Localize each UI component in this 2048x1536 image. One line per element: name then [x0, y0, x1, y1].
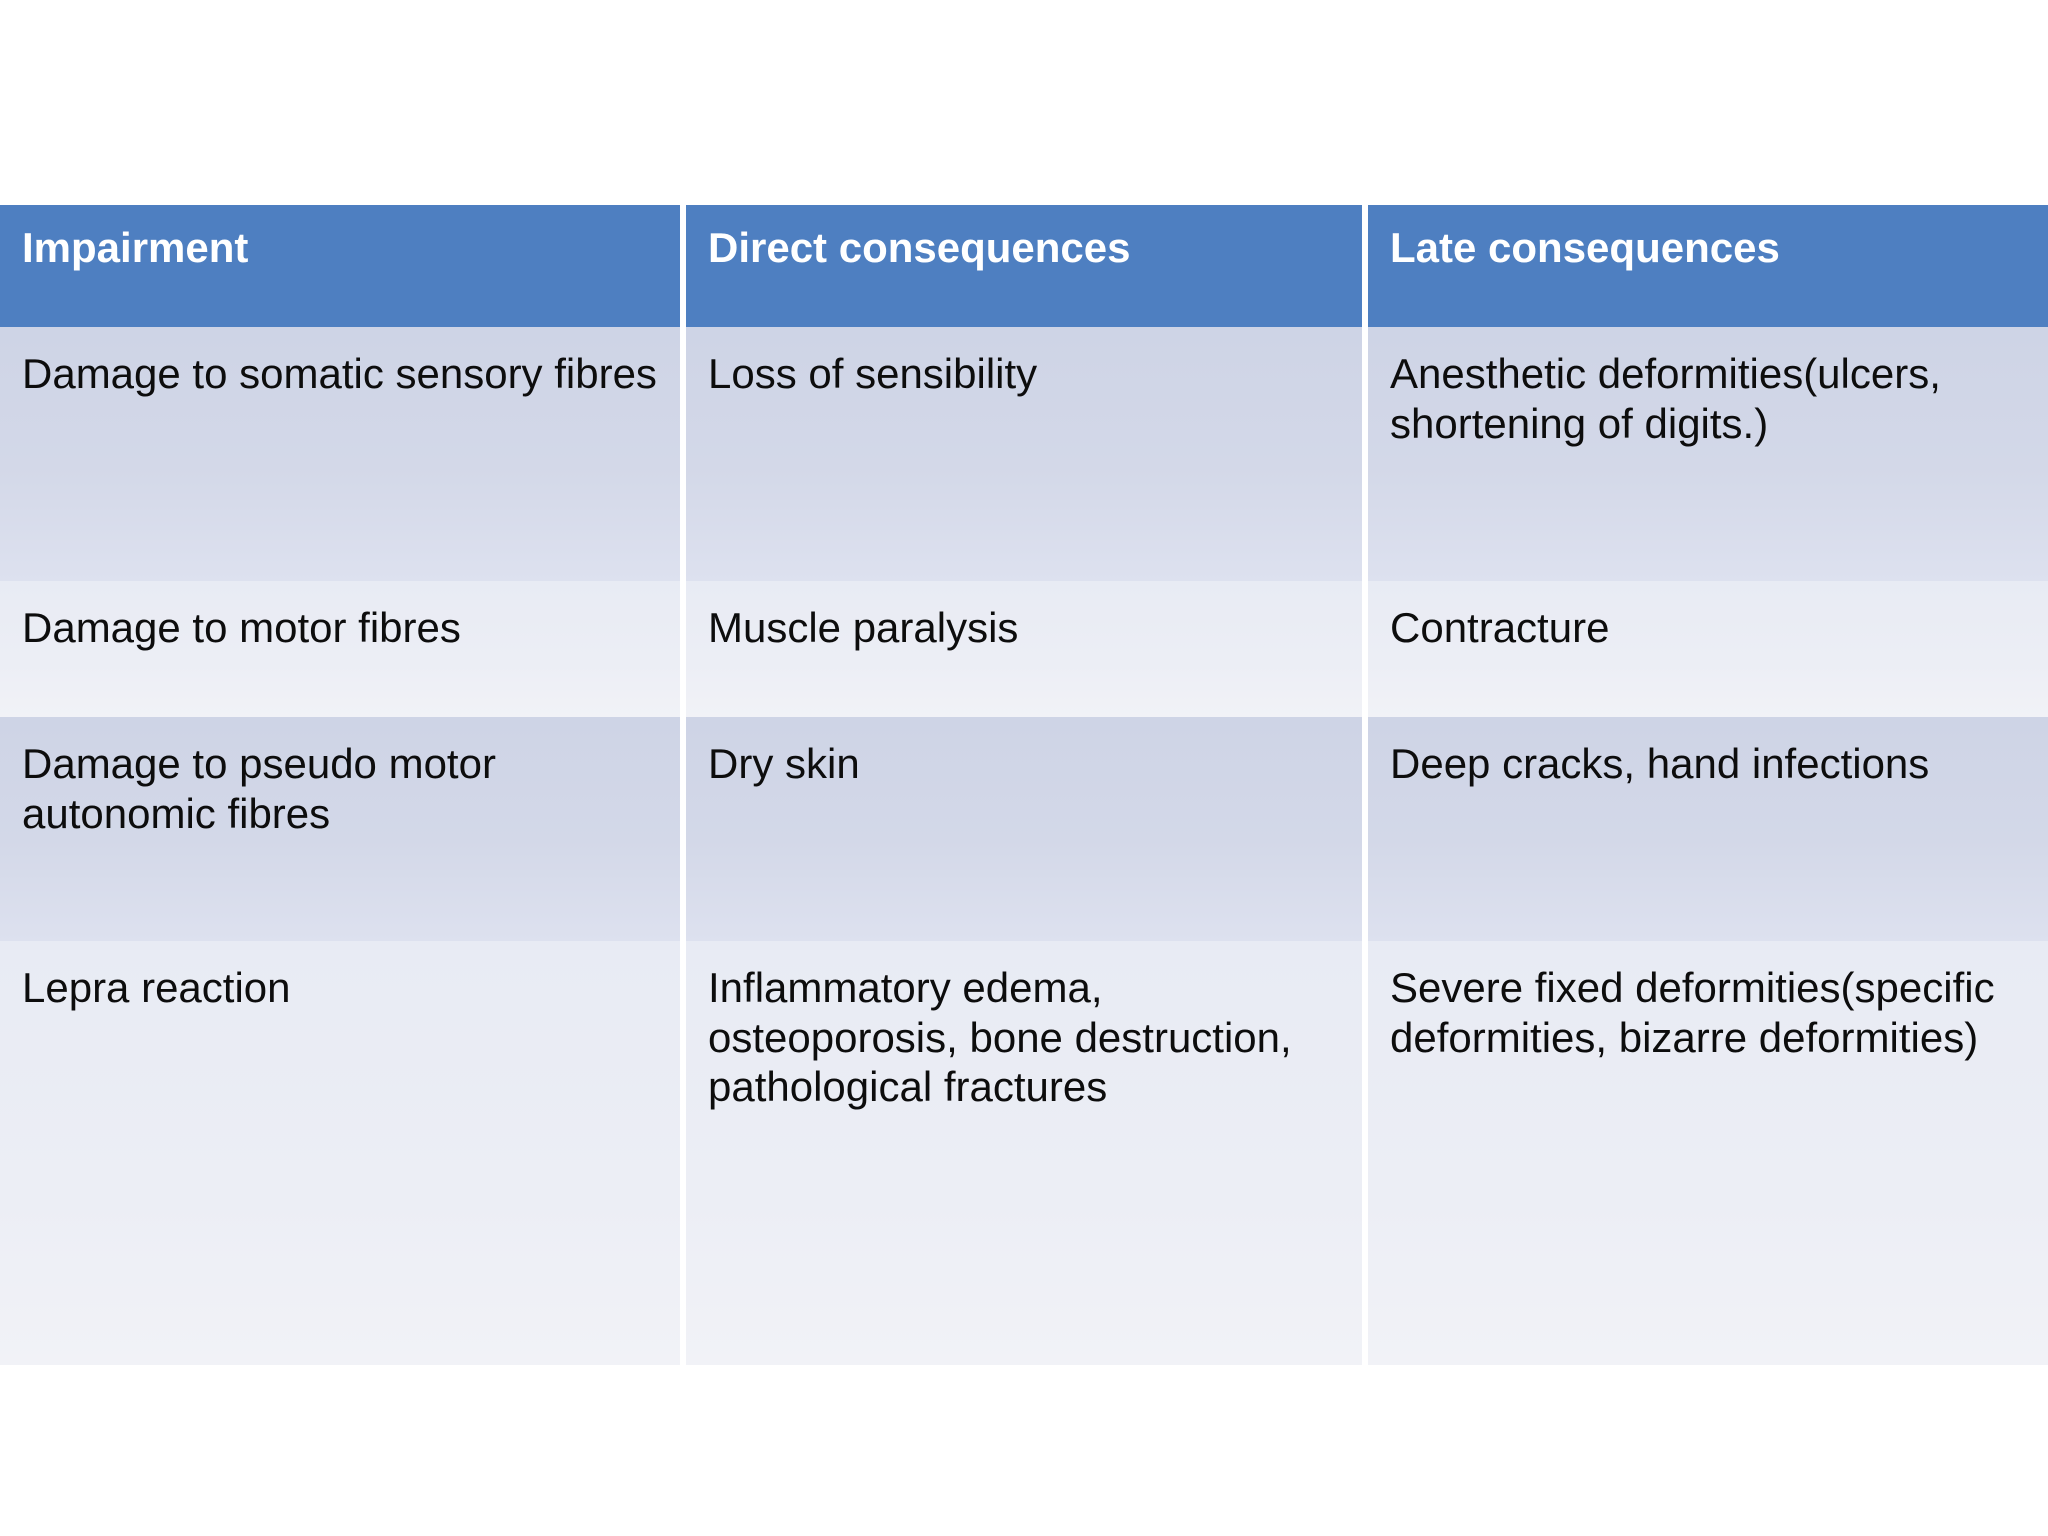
- table-row: Lepra reaction Inflammatory edema, osteo…: [0, 941, 2048, 1365]
- cell-text: Damage to motor fibres: [22, 604, 461, 651]
- cell-text: Contracture: [1390, 604, 1610, 651]
- impairment-consequences-table: Impairment Direct consequences Late cons…: [0, 205, 2048, 1365]
- cell-text: Anesthetic deformities(ulcers, shortenin…: [1390, 350, 1941, 447]
- cell-late-consequences: Severe fixed deformities(specific deform…: [1362, 941, 2048, 1365]
- cell-late-consequences: Anesthetic deformities(ulcers, shortenin…: [1362, 327, 2048, 581]
- cell-text: Deep cracks, hand infections: [1390, 740, 1930, 787]
- cell-impairment: Damage to motor fibres: [0, 581, 686, 717]
- cell-text: Inflammatory edema, osteoporosis, bone d…: [708, 964, 1292, 1111]
- cell-text: Damage to pseudo motor autonomic fibres: [22, 740, 496, 837]
- cell-impairment: Lepra reaction: [0, 941, 686, 1365]
- cell-direct-consequences: Inflammatory edema, osteoporosis, bone d…: [680, 941, 1368, 1365]
- cell-impairment: Damage to pseudo motor autonomic fibres: [0, 717, 686, 941]
- table-row: Damage to motor fibres Muscle paralysis …: [0, 581, 2048, 717]
- column-header-impairment: Impairment: [0, 205, 686, 327]
- table-row: Damage to pseudo motor autonomic fibres …: [0, 717, 2048, 941]
- cell-text: Dry skin: [708, 740, 860, 787]
- cell-text: Muscle paralysis: [708, 604, 1019, 651]
- table-row: Damage to somatic sensory fibres Loss of…: [0, 327, 2048, 581]
- column-header-direct-consequences: Direct consequences: [680, 205, 1368, 327]
- cell-text: Lepra reaction: [22, 964, 291, 1011]
- table-header-row: Impairment Direct consequences Late cons…: [0, 205, 2048, 327]
- cell-direct-consequences: Dry skin: [680, 717, 1368, 941]
- cell-direct-consequences: Loss of sensibility: [680, 327, 1368, 581]
- table-header: Impairment Direct consequences Late cons…: [0, 205, 2048, 327]
- cell-text: Severe fixed deformities(specific deform…: [1390, 964, 1995, 1061]
- cell-impairment: Damage to somatic sensory fibres: [0, 327, 686, 581]
- column-header-late-consequences: Late consequences: [1362, 205, 2048, 327]
- cell-text: Loss of sensibility: [708, 350, 1038, 397]
- cell-late-consequences: Deep cracks, hand infections: [1362, 717, 2048, 941]
- cell-direct-consequences: Muscle paralysis: [680, 581, 1368, 717]
- cell-late-consequences: Contracture: [1362, 581, 2048, 717]
- table-body: Damage to somatic sensory fibres Loss of…: [0, 327, 2048, 1365]
- cell-text: Damage to somatic sensory fibres: [22, 350, 657, 397]
